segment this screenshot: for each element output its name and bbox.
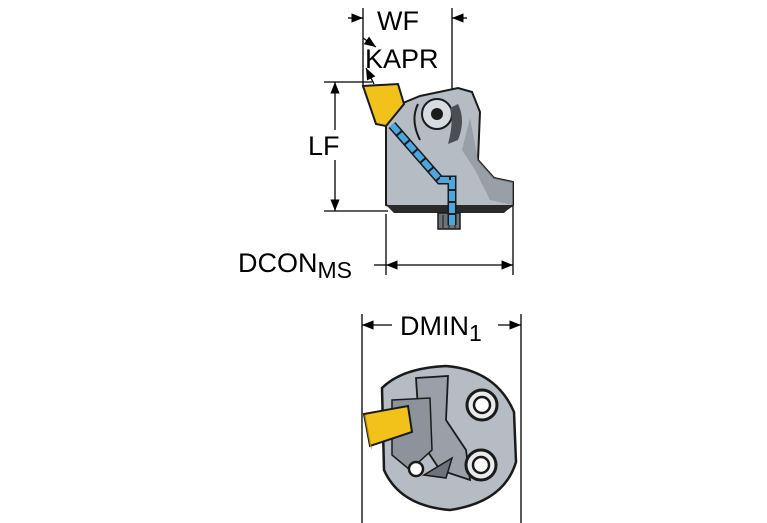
bolt-hole-lower-icon xyxy=(464,448,498,482)
cutting-head-body xyxy=(385,86,514,230)
dmin-label: DMIN1 xyxy=(400,311,482,346)
dcon-label: DCONMS xyxy=(238,248,352,283)
side-view: WF KAPR LF DCONMS xyxy=(238,6,514,283)
kapr-arrow-top xyxy=(362,36,377,48)
wf-label: WF xyxy=(377,6,419,36)
end-view-insert xyxy=(362,404,414,448)
coolant-outlet-icon xyxy=(407,456,454,479)
bolt-hole-upper-icon xyxy=(465,388,499,422)
cutting-insert xyxy=(361,82,406,128)
kapr-label: KAPR xyxy=(365,44,439,74)
coolant-channel xyxy=(389,123,455,225)
kapr-arrow-bottom xyxy=(365,67,376,85)
dmin-label-bg xyxy=(392,308,498,342)
lf-label: LF xyxy=(308,131,340,161)
end-view: DMIN1 xyxy=(361,308,522,523)
lf-label-bg xyxy=(314,130,358,160)
